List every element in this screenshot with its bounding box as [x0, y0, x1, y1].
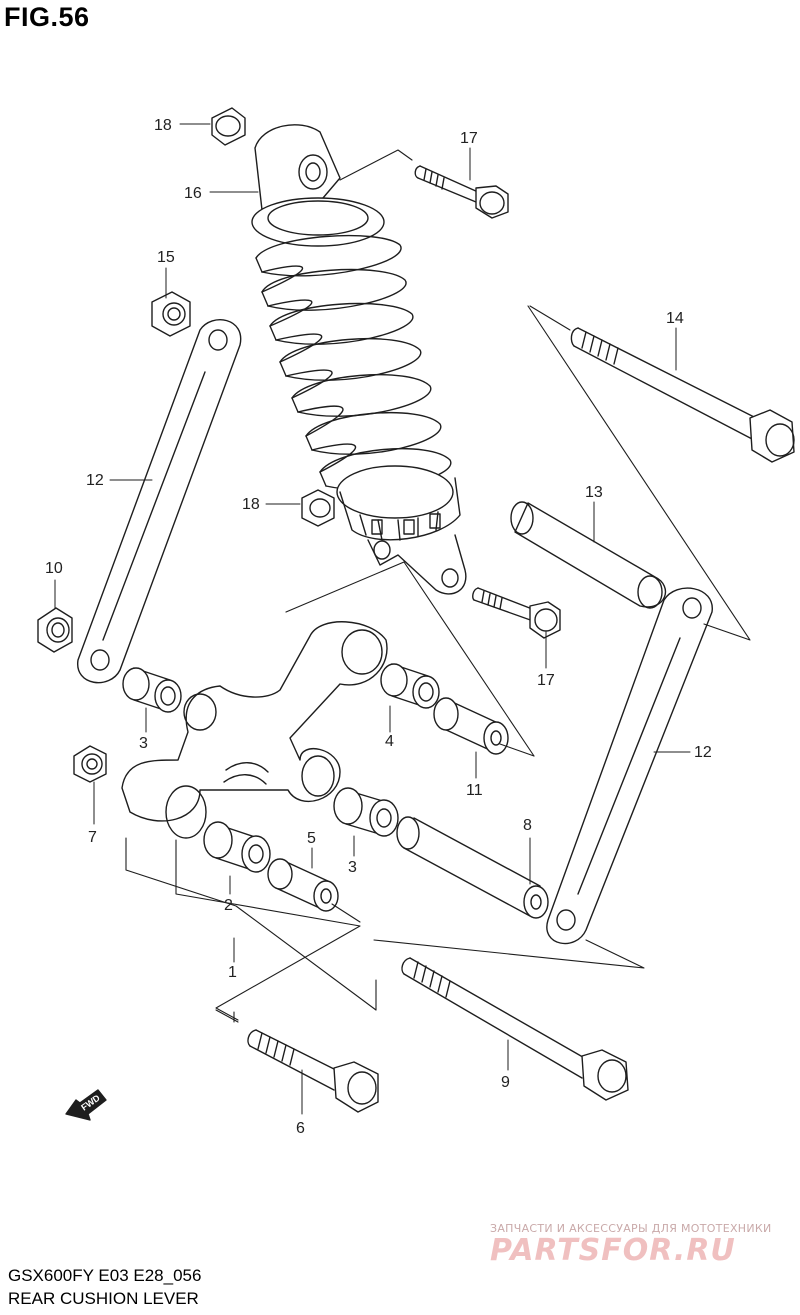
callout-7: 7	[88, 829, 97, 846]
bolt-17-mid-part	[472, 587, 561, 639]
callout-17-top: 17	[460, 130, 478, 147]
callout-18-top: 18	[154, 117, 172, 134]
bushing-11-part	[433, 697, 509, 755]
assembly-guide-lines	[125, 149, 751, 1023]
callout-12-right: 12	[694, 744, 712, 761]
forward-direction-icon	[65, 1089, 107, 1121]
callout-11: 11	[466, 782, 483, 799]
figure-title: FIG.56	[4, 2, 90, 32]
cushion-lever-part	[121, 621, 388, 839]
callout-13: 13	[585, 484, 603, 501]
bushing-5-part	[267, 858, 339, 912]
nut-7-part	[73, 745, 107, 783]
callout-3-upper: 3	[139, 735, 148, 752]
callout-10: 10	[45, 560, 63, 577]
nut-18-mid-part	[301, 489, 335, 527]
callout-16: 16	[184, 185, 202, 202]
callout-8: 8	[523, 817, 532, 834]
nut-15-part	[151, 291, 191, 337]
callout-labels: 18 17 16 15 14 12 18 13 10 17 3 4 12 11 …	[45, 117, 712, 1137]
callout-18-mid: 18	[242, 496, 260, 513]
watermark-logo: PARTSFOR.RU	[490, 1233, 736, 1268]
callout-3-lower: 3	[348, 859, 357, 876]
callout-5: 5	[307, 830, 316, 847]
bolt-14-part	[570, 327, 795, 463]
rod-12-left-part	[77, 319, 242, 684]
bolt-6-part	[247, 1029, 379, 1113]
bushing-2-part	[203, 821, 271, 873]
nut-18-top-part	[211, 107, 246, 146]
callout-1: 1	[228, 964, 237, 981]
callout-4: 4	[385, 733, 394, 750]
model-code: GSX600FY E03 E28_056	[8, 1266, 202, 1285]
callout-9: 9	[501, 1074, 510, 1091]
shock-absorber-part	[251, 124, 467, 595]
callout-15: 15	[157, 249, 175, 266]
spacer-13-part	[510, 501, 667, 609]
callout-17-mid: 17	[537, 672, 555, 689]
bushing-3a-part	[122, 667, 182, 713]
bushing-4-part	[380, 663, 440, 709]
nut-10-part	[37, 607, 73, 653]
bolt-9-part	[401, 957, 629, 1101]
leader-lines	[54, 123, 691, 1115]
bushing-3b-part	[333, 787, 399, 837]
section-name: REAR CUSHION LEVER	[8, 1289, 199, 1308]
callout-6: 6	[296, 1120, 305, 1137]
watermark-tagline: ЗАПЧАСТИ И АКСЕССУАРЫ ДЛЯ МОТОТЕХНИКИ	[490, 1222, 772, 1235]
bolt-17-top-part	[414, 165, 509, 219]
callout-2: 2	[224, 897, 233, 914]
callout-14: 14	[666, 310, 684, 327]
bushing-8-part	[396, 816, 549, 919]
rod-12-right-part	[546, 587, 713, 945]
callout-12-left: 12	[86, 472, 104, 489]
